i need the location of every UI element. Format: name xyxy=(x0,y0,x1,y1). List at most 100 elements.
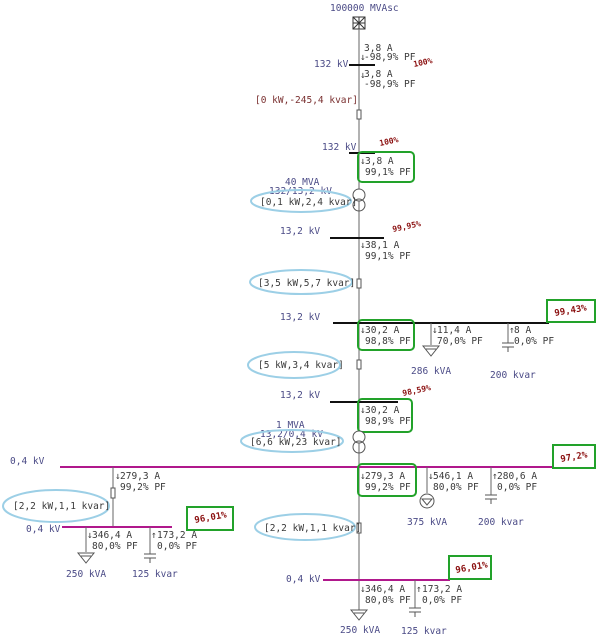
mv-line-2-loss-oval xyxy=(247,351,341,379)
tx2-loss: [6,6 kW,23 kvar] xyxy=(250,437,342,448)
mv-bus-1-current: 38,1 A xyxy=(365,240,400,251)
mv-load-pf: 70,0% PF xyxy=(437,336,483,347)
mv-bus-2-feed-highlight xyxy=(357,319,415,351)
lv-cap-arrow-icon: ↑ xyxy=(492,471,498,482)
lv-right-bus-voltage: 0,4 kV xyxy=(286,574,321,585)
mv-bus-1-percent: 99,95% xyxy=(392,219,422,234)
lv-left-line-loss: [2,2 kW,1,1 kvar] xyxy=(13,501,110,512)
hv-out-arrow-icon: ↓ xyxy=(360,70,366,81)
lv-left-cap-arrow-icon: ↑ xyxy=(151,530,157,541)
tx1-primary-arrow-icon: ↓ xyxy=(360,156,366,167)
lv-left-line-icon[interactable] xyxy=(110,487,116,499)
tx2-primary-pf: 98,9% PF xyxy=(365,416,411,427)
lv-right-cap-arrow-icon: ↑ xyxy=(416,584,422,595)
hv-bus-percent: 100% xyxy=(413,56,434,69)
tx2-ratio: 13,2/0,4 kV xyxy=(260,429,323,440)
lv-right-cap-current: 173,2 A xyxy=(422,584,462,595)
mv-bus-1-voltage: 13,2 kV xyxy=(280,226,320,237)
mv-cap-arrow-icon: ↑ xyxy=(509,325,515,336)
lv-right-cap-rating: 125 kvar xyxy=(401,626,447,637)
lv-tx-feed-pf: 99,2% PF xyxy=(365,482,411,493)
lv-right-cap-pf: 0,0% PF xyxy=(422,595,462,606)
mv-bus-2-voltage: 13,2 kV xyxy=(280,312,320,323)
tx1-primary-pf: 99,1% PF xyxy=(365,167,411,178)
mv-cap-rating: 200 kvar xyxy=(490,370,536,381)
mv-line-1-loss-oval xyxy=(249,269,353,295)
hv-line-loss: [0 kW,-245,4 kvar] xyxy=(255,95,358,106)
lv-cap-current: 280,6 A xyxy=(497,471,537,482)
lv-left-load-current: 346,4 A xyxy=(92,530,132,541)
lv-tx-feed-arrow-icon: ↓ xyxy=(360,471,366,482)
transformer-1-icon[interactable] xyxy=(352,188,366,212)
lv-right-percent: 96,01% xyxy=(455,560,489,576)
lv-bus-percent: 97,2% xyxy=(560,450,589,465)
lv-left-bus-voltage: 0,4 kV xyxy=(26,524,61,535)
lv-load-rating: 375 kVA xyxy=(407,517,447,528)
mv-bus-2-percent-box xyxy=(546,299,596,323)
lv-capacitor-icon[interactable] xyxy=(485,494,497,504)
tx2-loss-oval xyxy=(240,429,344,453)
mv-load-icon[interactable] xyxy=(421,345,441,357)
tx1-primary-current: 3,8 A xyxy=(365,156,394,167)
tx1-loss: [0,1 kW,2,4 kvar] xyxy=(260,197,357,208)
lv-bus-percent-box xyxy=(552,444,596,469)
lv-bus-voltage: 0,4 kV xyxy=(10,456,45,467)
tx1-ratio: 132/13,2 kV xyxy=(269,186,332,197)
lv-left-feed-current: 279,3 A xyxy=(120,471,160,482)
lv-left-load-pf: 80,0% PF xyxy=(92,541,138,552)
tx1-rating: 40 MVA xyxy=(285,177,320,188)
lv-right-line-loss: [2,2 kW,1,1 kvar] xyxy=(264,523,361,534)
mv-bus-1-pf: 99,1% PF xyxy=(365,251,411,262)
lv-tx-feed-current: 279,3 A xyxy=(365,471,405,482)
lv-right-percent-box xyxy=(448,555,492,580)
mv-line-2-icon[interactable] xyxy=(356,359,362,370)
lv-left-capacitor-icon[interactable] xyxy=(144,553,156,563)
transformer-2-icon[interactable] xyxy=(352,430,366,454)
hv-line-icon[interactable] xyxy=(356,109,362,120)
lv-right-load-icon[interactable] xyxy=(349,609,369,621)
lv-left-load-arrow-icon: ↓ xyxy=(87,530,93,541)
lv-left-percent-box xyxy=(186,506,234,531)
hv-in-arrow-icon: ↓ xyxy=(360,52,366,63)
tx1-primary-percent: 100% xyxy=(379,135,400,148)
lv-left-load-icon[interactable] xyxy=(76,552,96,564)
tx2-rating: 1 MVA xyxy=(276,420,305,431)
lv-cap-pf: 0,0% PF xyxy=(497,482,537,493)
utility-source-icon[interactable] xyxy=(352,16,366,30)
mv-line-2-loss: [5 kW,3,4 kvar] xyxy=(258,360,344,371)
lv-right-load-rating: 250 kVA xyxy=(340,625,380,636)
lv-left-cap-current: 173,2 A xyxy=(157,530,197,541)
hv-out-pf: -98,9% PF xyxy=(364,79,416,90)
mv-capacitor-icon[interactable] xyxy=(502,342,514,352)
mv-cap-current: 8 A xyxy=(514,325,531,336)
mv-bus-2-feed-arrow-icon: ↓ xyxy=(360,325,366,336)
mv-load-arrow-icon: ↓ xyxy=(432,325,438,336)
lv-left-cap-rating: 125 kvar xyxy=(132,569,178,580)
lv-left-cap-pf: 0,0% PF xyxy=(157,541,197,552)
mv-cap-pf: 0,0% PF xyxy=(514,336,554,347)
lv-load-current: 546,1 A xyxy=(433,471,473,482)
mv-line-1-icon[interactable] xyxy=(356,278,362,289)
lv-left-feed-arrow-icon: ↓ xyxy=(115,471,121,482)
tx2-primary-highlight xyxy=(357,398,413,433)
hv-in-pf: -98,9% PF xyxy=(364,52,416,63)
mv-bus-2-percent: 99,43% xyxy=(554,303,588,319)
mv-line-1-loss: [3,5 kW,5,7 kvar] xyxy=(258,278,355,289)
mv-bus-2-feed-pf: 98,8% PF xyxy=(365,336,411,347)
mv-load-current: 11,4 A xyxy=(437,325,472,336)
lv-load-icon[interactable] xyxy=(419,493,435,509)
lv-right-capacitor-icon[interactable] xyxy=(409,607,421,617)
mv-bus-2-feed-current: 30,2 A xyxy=(365,325,400,336)
lv-tx-feed-highlight xyxy=(357,463,417,497)
tx2-primary-voltage: 13,2 kV xyxy=(280,390,320,401)
lv-load-arrow-icon: ↓ xyxy=(428,471,434,482)
tx2-primary-arrow-icon: ↓ xyxy=(360,405,366,416)
lv-right-loss-oval xyxy=(254,513,356,541)
tx2-primary-current: 30,2 A xyxy=(365,405,400,416)
tx2-primary-percent: 98,59% xyxy=(402,383,432,398)
hv-in-current: 3,8 A xyxy=(364,43,393,54)
lv-load-pf: 80,0% PF xyxy=(433,482,479,493)
lv-right-line-icon[interactable] xyxy=(356,522,362,534)
tx1-primary-highlight xyxy=(357,151,415,183)
